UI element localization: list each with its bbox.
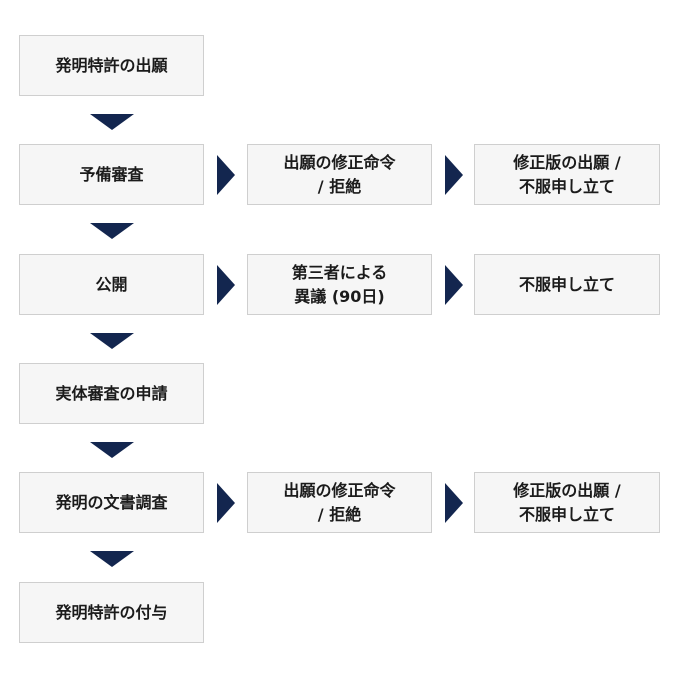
step-grant: 発明特許の付与 bbox=[19, 582, 204, 643]
step-substantive-request: 実体審査の申請 bbox=[19, 363, 204, 424]
branch-preliminary-response: 修正版の出願 / 不服申し立て bbox=[474, 144, 660, 205]
branch-preliminary-action: 出願の修正命令 / 拒絶 bbox=[247, 144, 432, 205]
step-publication: 公開 bbox=[19, 254, 204, 315]
branch-search-response: 修正版の出願 / 不服申し立て bbox=[474, 472, 660, 533]
triangle-right-icon bbox=[217, 265, 235, 305]
triangle-down-icon bbox=[90, 114, 134, 130]
triangle-right-icon bbox=[445, 265, 463, 305]
step-filing: 発明特許の出願 bbox=[19, 35, 204, 96]
triangle-down-icon bbox=[90, 551, 134, 567]
branch-search-action: 出願の修正命令 / 拒絶 bbox=[247, 472, 432, 533]
branch-publication-response: 不服申し立て bbox=[474, 254, 660, 315]
triangle-right-icon bbox=[217, 483, 235, 523]
triangle-right-icon bbox=[217, 155, 235, 195]
triangle-right-icon bbox=[445, 155, 463, 195]
branch-publication-action: 第三者による 異議 (90日) bbox=[247, 254, 432, 315]
triangle-down-icon bbox=[90, 333, 134, 349]
triangle-down-icon bbox=[90, 442, 134, 458]
triangle-down-icon bbox=[90, 223, 134, 239]
triangle-right-icon bbox=[445, 483, 463, 523]
step-document-search: 発明の文書調査 bbox=[19, 472, 204, 533]
step-preliminary-exam: 予備審査 bbox=[19, 144, 204, 205]
